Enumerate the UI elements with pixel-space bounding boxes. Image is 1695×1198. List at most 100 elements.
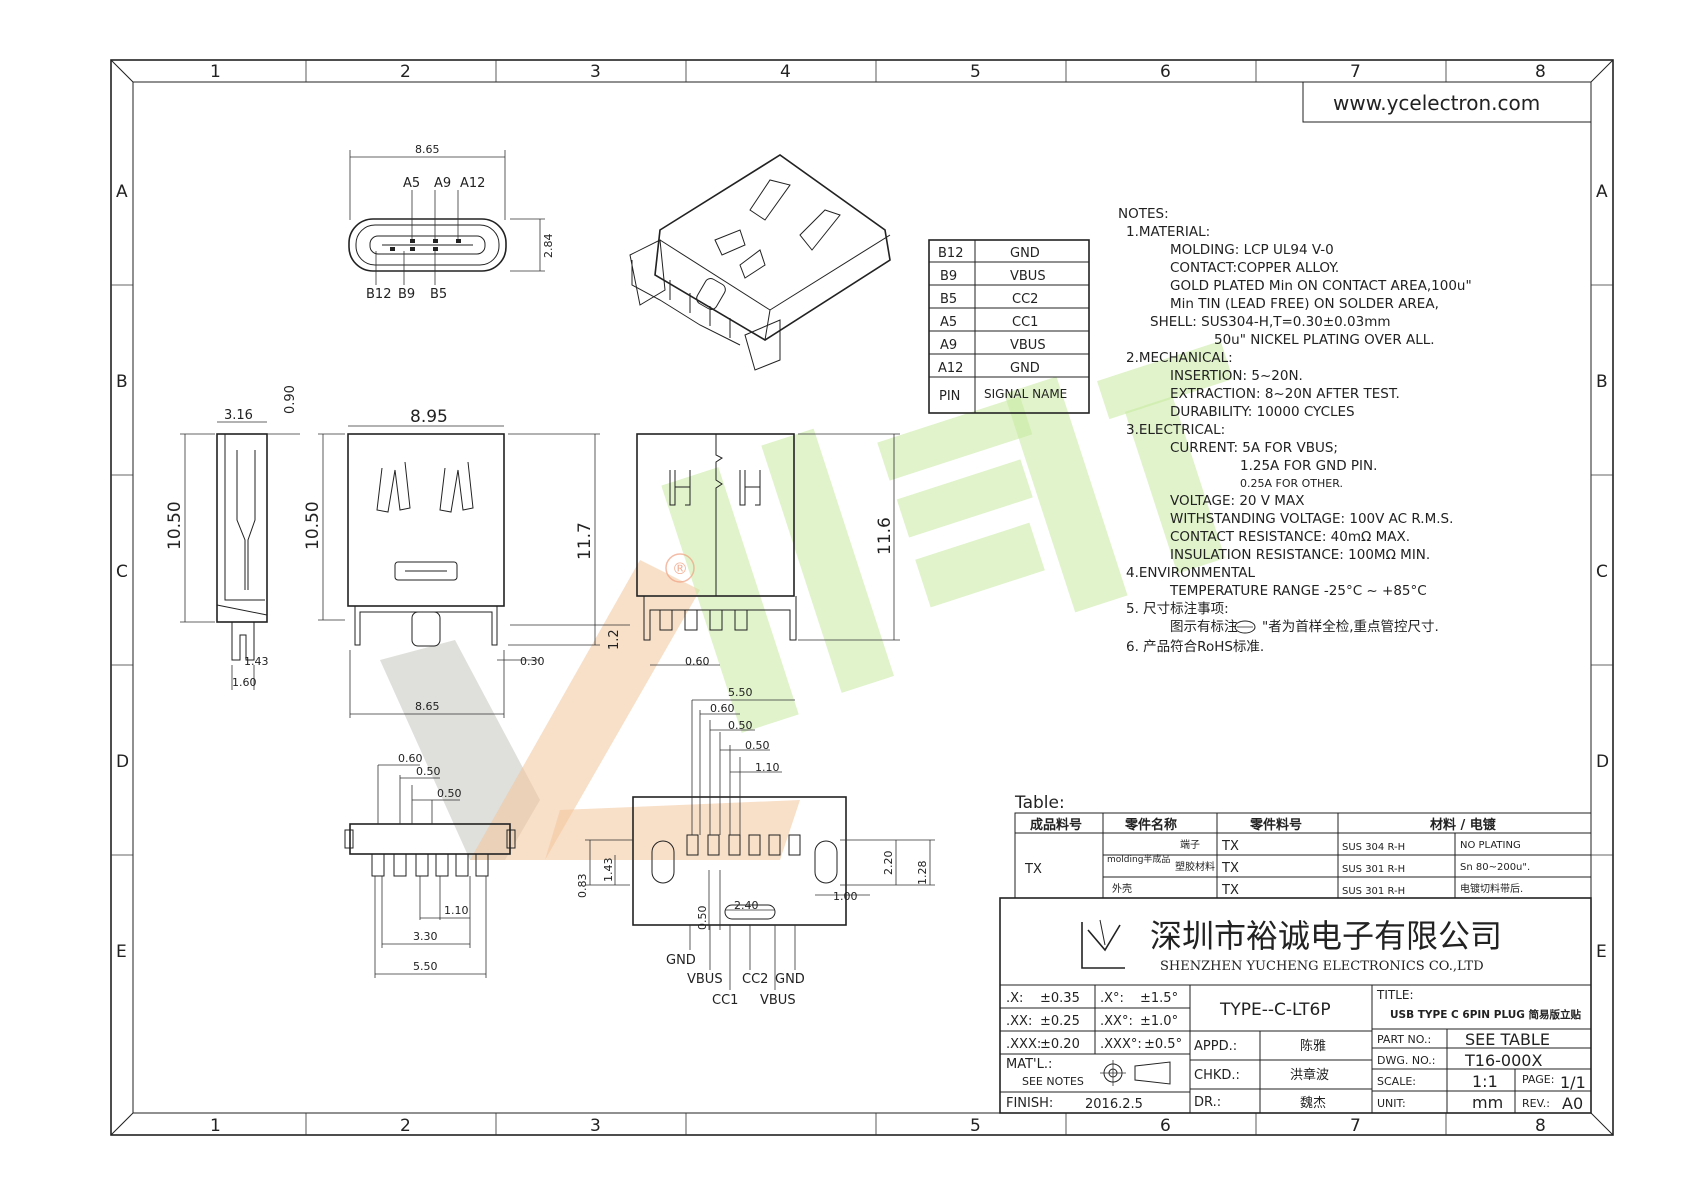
dim-right-h1: 2.20 bbox=[882, 851, 895, 876]
dim-top-total: 11.7 bbox=[575, 522, 595, 560]
page-label: PAGE: bbox=[1522, 1073, 1554, 1086]
tol-xa-val: ±1.5° bbox=[1140, 991, 1178, 1006]
notes-3d: VOLTAGE: 20 V MAX bbox=[1170, 493, 1304, 509]
dim-right-w3: 2.40 bbox=[734, 899, 759, 912]
sheet-border: 1 2 3 4 5 6 7 8 1 2 3 5 6 7 8 A B C D E … bbox=[110, 59, 1614, 1136]
pin-label-b12: B12 bbox=[366, 287, 391, 302]
title-block: 深圳市裕诚电子有限公司 SHENZHEN YUCHENG ELECTRONICS… bbox=[999, 897, 1592, 1114]
dim-right-h2: 1.28 bbox=[916, 861, 929, 886]
row-label-b-r: B bbox=[1596, 372, 1608, 392]
dim-left-d3: 0.50 bbox=[437, 787, 462, 800]
col-label-2: 2 bbox=[400, 62, 411, 82]
matl-label: MAT'L.: bbox=[1006, 1057, 1052, 1072]
notes-3c: 0.25A FOR OTHER. bbox=[1240, 477, 1343, 490]
col-label-4: 4 bbox=[780, 62, 791, 82]
projection-symbol-icon bbox=[1100, 1060, 1171, 1086]
pin-row-3-pin: B5 bbox=[940, 292, 957, 307]
dim-right-d1: 0.60 bbox=[710, 702, 735, 715]
mt-row2-name-b: 塑胶材料 bbox=[1175, 860, 1215, 873]
notes-4: 4.ENVIRONMENTAL bbox=[1126, 565, 1256, 581]
dr-value: 魏杰 bbox=[1300, 1096, 1326, 1111]
row-label-e: E bbox=[116, 942, 127, 962]
dim-left-d5: 3.30 bbox=[413, 930, 438, 943]
notes-3b: 1.25A FOR GND PIN. bbox=[1240, 458, 1377, 474]
page-value: 1/1 bbox=[1560, 1073, 1586, 1092]
dim-left-d6: 5.50 bbox=[413, 960, 438, 973]
row-label-d: D bbox=[116, 752, 129, 772]
row-label-c-r: C bbox=[1596, 562, 1608, 582]
mt-row2-plating: Sn 80~200u". bbox=[1460, 862, 1530, 873]
notes-1a: MOLDING: LCP UL94 V-0 bbox=[1170, 242, 1334, 258]
pin-label-b9: B9 bbox=[398, 287, 415, 302]
pin-row-5-pin: A9 bbox=[940, 338, 957, 353]
appd-label: APPD.: bbox=[1194, 1039, 1237, 1054]
partno-value: SEE TABLE bbox=[1465, 1030, 1550, 1049]
col-label-8b: 8 bbox=[1535, 1116, 1546, 1136]
notes-5b: "者为首样全检,重点管控尺寸. bbox=[1262, 618, 1439, 635]
col-label-5: 5 bbox=[970, 62, 981, 82]
pad-label-vbus-2: VBUS bbox=[760, 993, 796, 1008]
tol-xx: .XX: bbox=[1006, 1014, 1032, 1029]
pin-label-a9: A9 bbox=[434, 176, 451, 191]
dim-back-leg-w: 0.60 bbox=[685, 655, 710, 668]
col-label-5b: 5 bbox=[970, 1116, 981, 1136]
finish-value: 2016.2.5 bbox=[1085, 1097, 1143, 1112]
col-label-7: 7 bbox=[1350, 62, 1361, 82]
dwgno-label: DWG. NO.: bbox=[1377, 1054, 1436, 1067]
mt-row1-plating: NO PLATING bbox=[1460, 840, 1521, 851]
dim-right-d3: 0.50 bbox=[745, 739, 770, 752]
row-label-b: B bbox=[116, 372, 128, 392]
col-label-6: 6 bbox=[1160, 62, 1171, 82]
row-label-d-r: D bbox=[1596, 752, 1609, 772]
top-view: 8.95 10.50 11.7 1.2 0.30 8.65 bbox=[303, 407, 630, 718]
dwgno-value: T16-000X bbox=[1464, 1051, 1542, 1070]
tol-xxx-val: ±0.20 bbox=[1040, 1037, 1080, 1052]
notes-3g: INSULATION RESISTANCE: 100MΩ MIN. bbox=[1170, 547, 1430, 563]
pin-row-2-signal: VBUS bbox=[1010, 269, 1046, 284]
material-table: Table: 成品料号 零件名称 零件料号 材料 / 电镀 TX molding… bbox=[1014, 793, 1592, 899]
rev-label: REV.: bbox=[1522, 1097, 1550, 1110]
pad-label-cc1: CC1 bbox=[712, 993, 738, 1008]
dim-right-w1: 1.00 bbox=[833, 890, 858, 903]
pin-label-a5: A5 bbox=[403, 176, 420, 191]
dim-front-width: 8.65 bbox=[415, 143, 440, 156]
notes-2b: EXTRACTION: 8~20N AFTER TEST. bbox=[1170, 386, 1400, 402]
pcb-footprint-right: 5.50 0.60 0.50 0.50 1.10 2.20 1.28 1.00 … bbox=[576, 686, 935, 1008]
tol-xxa-val: ±1.0° bbox=[1140, 1014, 1178, 1029]
mt-row1-material: SUS 304 R-H bbox=[1342, 842, 1405, 853]
notes-4a: TEMPERATURE RANGE -25°C ~ +85°C bbox=[1169, 583, 1427, 599]
company-logo-icon bbox=[1081, 919, 1125, 969]
pin-row-6-pin: A12 bbox=[938, 361, 963, 376]
notes-1c: GOLD PLATED Min ON CONTACT AREA,100u" bbox=[1170, 278, 1472, 294]
dim-top-height: 10.50 bbox=[303, 501, 323, 550]
tol-xxa: .XX°: bbox=[1100, 1014, 1133, 1029]
title-value: USB TYPE C 6PIN PLUG 简易版立贴 bbox=[1390, 1008, 1582, 1021]
dim-right-d4: 1.10 bbox=[755, 761, 780, 774]
row-label-c: C bbox=[116, 562, 128, 582]
notes-3a: CURRENT: 5A FOR VBUS; bbox=[1170, 440, 1338, 456]
tol-xxxa-val: ±0.5° bbox=[1144, 1037, 1182, 1052]
col-label-6b: 6 bbox=[1160, 1116, 1171, 1136]
back-view: 11.6 0.60 bbox=[636, 433, 900, 668]
notes-5: 5. 尺寸标注事项: bbox=[1126, 601, 1229, 617]
pin-header-pin: PIN bbox=[939, 389, 960, 404]
mt-header-part: 零件料号 bbox=[1249, 817, 1302, 833]
isometric-view bbox=[629, 154, 891, 371]
website-box: www.ycelectron.com bbox=[1302, 81, 1592, 123]
mt-header-product: 成品料号 bbox=[1030, 817, 1082, 833]
website-url: www.ycelectron.com bbox=[1333, 91, 1540, 115]
tol-x: .X: bbox=[1006, 991, 1023, 1006]
dim-back-height: 11.6 bbox=[875, 517, 895, 555]
notes-3: 3.ELECTRICAL: bbox=[1126, 422, 1225, 438]
dim-side-top-h: 0.90 bbox=[283, 385, 298, 414]
col-label-8: 8 bbox=[1535, 62, 1546, 82]
pad-label-gnd-1: GND bbox=[666, 953, 696, 968]
col-label-3b: 3 bbox=[590, 1116, 601, 1136]
tol-xx-val: ±0.25 bbox=[1040, 1014, 1080, 1029]
pad-label-cc2: CC2 bbox=[742, 972, 768, 987]
mt-header-name: 零件名称 bbox=[1124, 817, 1177, 833]
notes-1d: Min TIN (LEAD FREE) ON SOLDER AREA, bbox=[1170, 296, 1439, 312]
pin-row-5-signal: VBUS bbox=[1010, 338, 1046, 353]
pad-label-gnd-2: GND bbox=[775, 972, 805, 987]
